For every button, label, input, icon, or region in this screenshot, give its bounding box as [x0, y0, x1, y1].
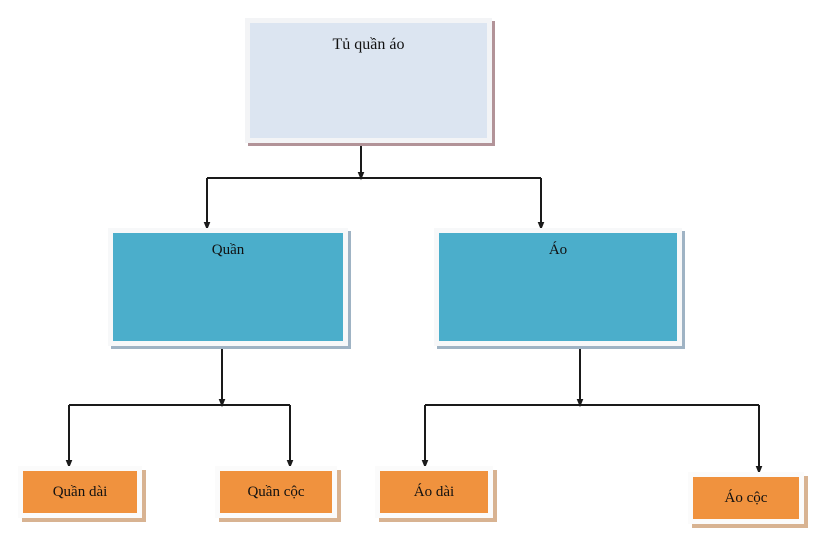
node-quan-dai-label: Quần dài — [52, 483, 108, 500]
node-quan-dai[interactable]: Quần dài — [18, 466, 142, 518]
node-quan-coc[interactable]: Quần cộc — [215, 466, 337, 518]
node-quan[interactable]: Quần — [108, 228, 348, 346]
node-ao-dai[interactable]: Áo dài — [375, 466, 493, 518]
node-root-label: Tủ quần áo — [332, 36, 405, 53]
node-ao-coc-label: Áo cộc — [724, 489, 768, 506]
node-ao[interactable]: Áo — [434, 228, 682, 346]
node-quan-label: Quần — [211, 242, 245, 258]
node-ao-coc[interactable]: Áo cộc — [688, 472, 804, 524]
node-ao-dai-label: Áo dài — [413, 483, 455, 500]
node-root[interactable]: Tủ quần áo — [245, 18, 492, 143]
node-ao-label: Áo — [548, 242, 568, 258]
node-quan-coc-label: Quần cộc — [247, 483, 305, 500]
